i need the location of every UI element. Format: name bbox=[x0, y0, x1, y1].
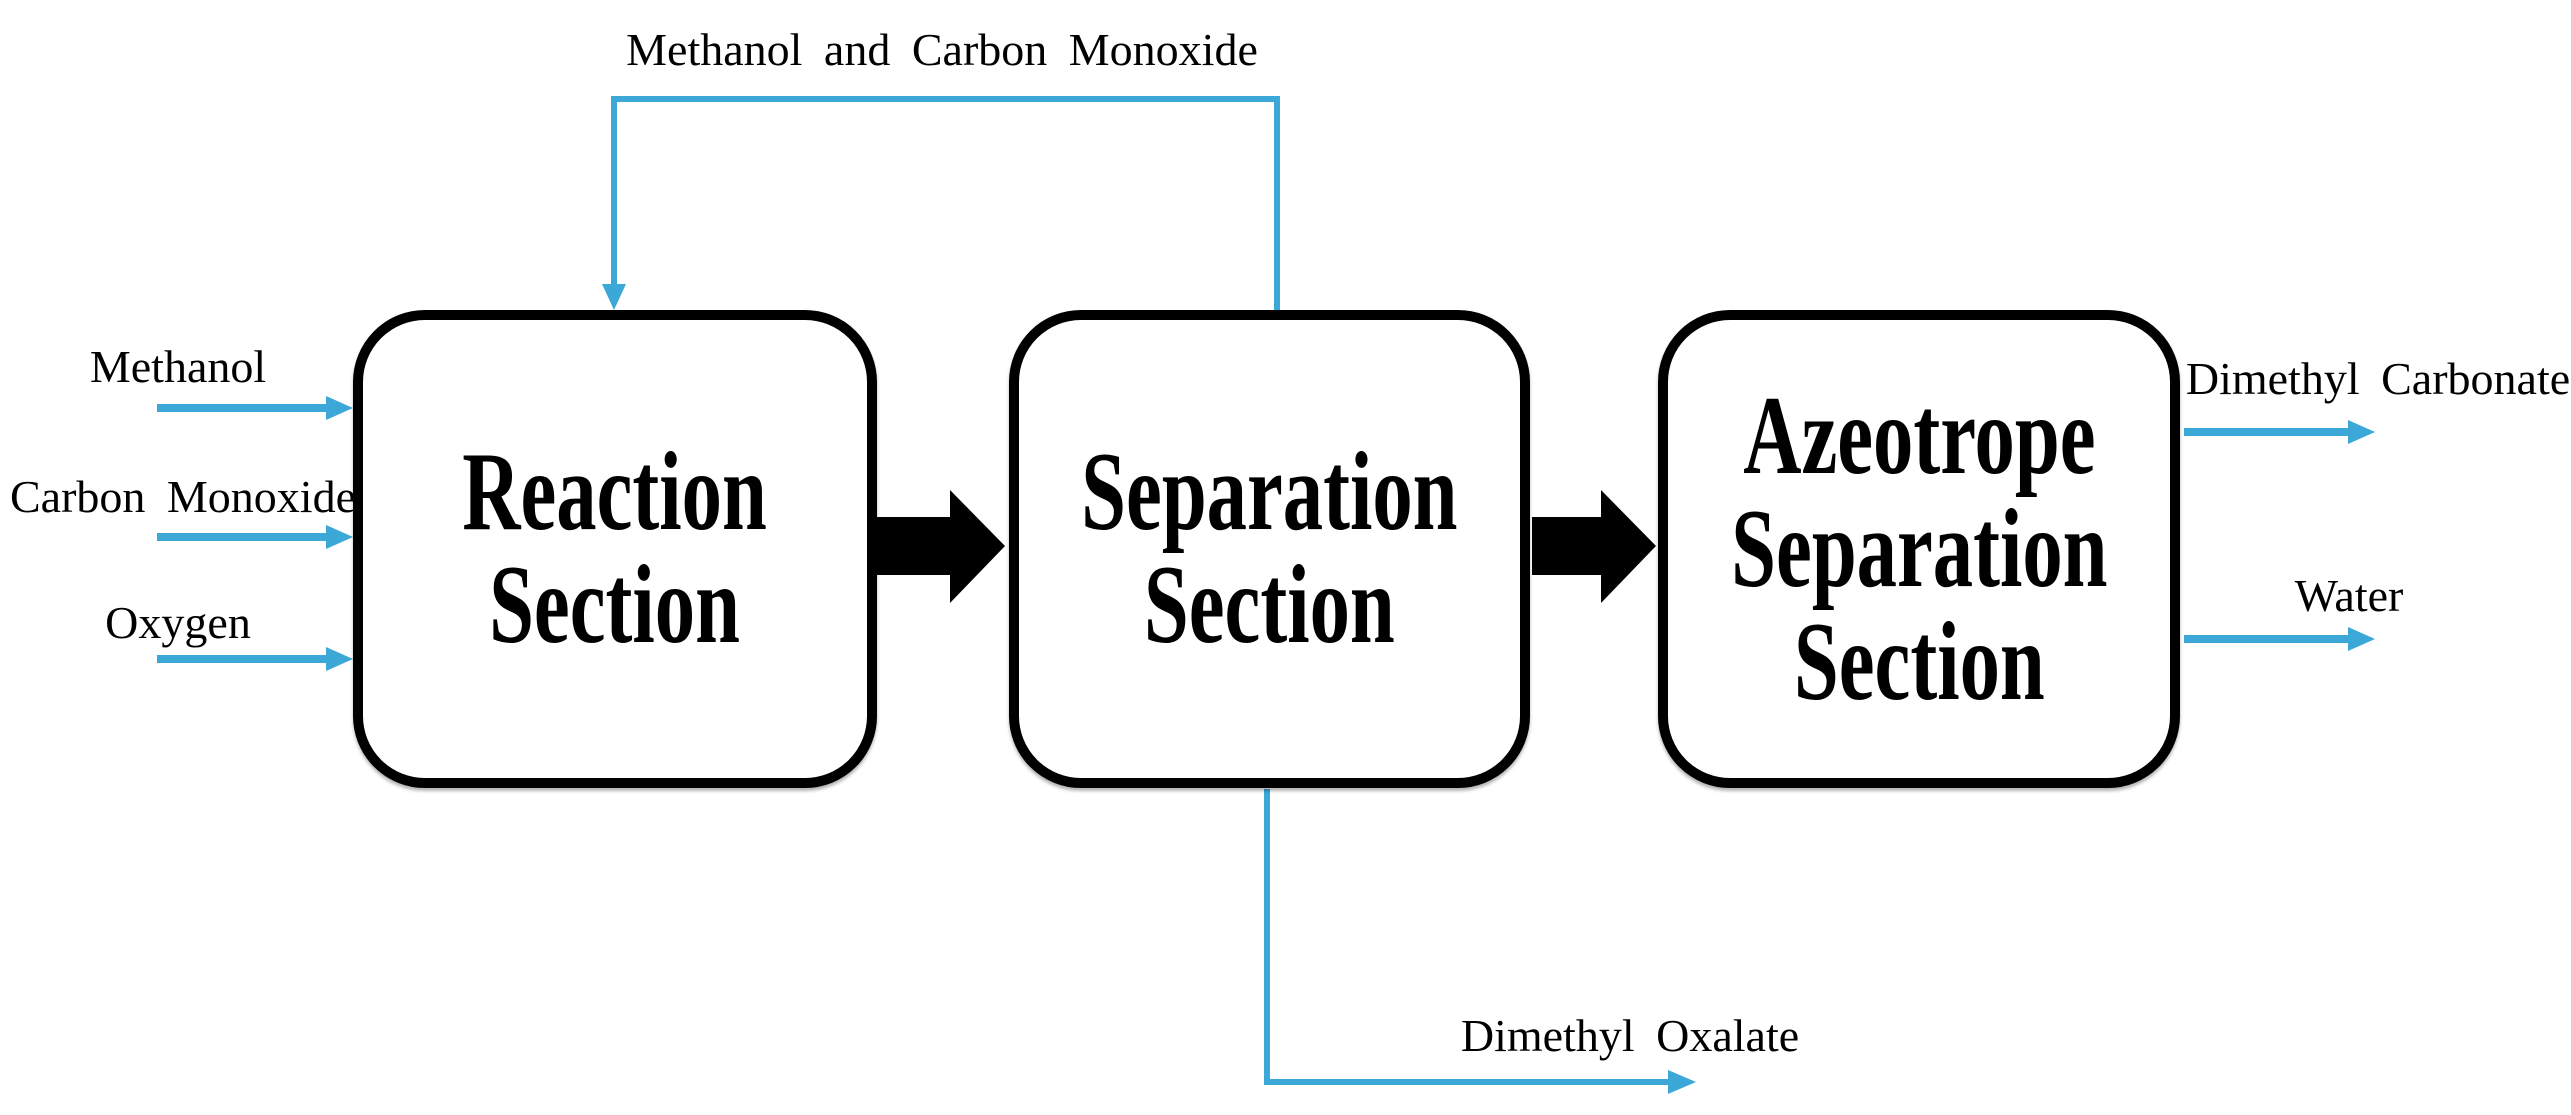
recycle-stream-arrow bbox=[602, 96, 1280, 311]
block-arrow-separation-to-azeotrope bbox=[1532, 490, 1656, 603]
reaction-section-title: Reaction Section bbox=[403, 436, 826, 662]
dimethyl-oxalate-label: Dimethyl Oxalate bbox=[1460, 1010, 1800, 1061]
dimethyl-carbonate-label: Dimethyl Carbonate bbox=[2185, 353, 2571, 404]
byproduct-stream-arrow bbox=[1264, 789, 1696, 1094]
recycle-stream-label: Methanol and Carbon Monoxide bbox=[626, 24, 1258, 75]
separation-section-title: Separation Section bbox=[1008, 436, 1531, 662]
carbon-monoxide-label: Carbon Monoxide bbox=[9, 471, 357, 522]
dimethyl-carbonate-arrowhead-icon bbox=[2348, 420, 2375, 444]
dimethyl-carbonate-stream-arrow bbox=[2184, 420, 2375, 444]
block-arrow-reaction-to-separation bbox=[877, 490, 1005, 603]
carbon-monoxide-arrowhead-icon bbox=[326, 525, 353, 549]
recycle-stream-line bbox=[611, 96, 1280, 311]
byproduct-stream-line bbox=[1264, 789, 1668, 1085]
title-line: Separation bbox=[1081, 430, 1458, 554]
oxygen-label: Oxygen bbox=[105, 597, 251, 648]
title-line: Section bbox=[489, 543, 741, 667]
title-line: Section bbox=[1793, 599, 2045, 724]
oxygen-arrowhead-icon bbox=[326, 647, 353, 671]
title-line: Reaction bbox=[462, 430, 768, 554]
title-line: Separation bbox=[1730, 486, 2108, 611]
oxygen-stream-arrow bbox=[157, 647, 353, 671]
water-label: Water bbox=[2294, 570, 2404, 621]
azeotrope-separation-section-title: Azeotrope Separation Section bbox=[1658, 373, 2181, 724]
title-line: Section bbox=[1144, 543, 1395, 667]
carbon-monoxide-stream-arrow bbox=[157, 525, 353, 549]
separation-section-box: Separation Section bbox=[1009, 310, 1530, 788]
water-stream-arrow bbox=[2184, 627, 2375, 651]
reaction-section-box: Reaction Section bbox=[353, 310, 877, 788]
title-line: Azeotrope bbox=[1742, 373, 2096, 498]
methanol-stream-arrow bbox=[157, 396, 353, 420]
water-arrowhead-icon bbox=[2348, 627, 2375, 651]
methanol-arrowhead-icon bbox=[326, 396, 353, 420]
recycle-arrowhead-icon bbox=[602, 284, 626, 310]
methanol-label: Methanol bbox=[89, 341, 267, 392]
azeotrope-separation-section-box: Azeotrope Separation Section bbox=[1658, 310, 2180, 788]
byproduct-arrowhead-icon bbox=[1668, 1070, 1696, 1094]
